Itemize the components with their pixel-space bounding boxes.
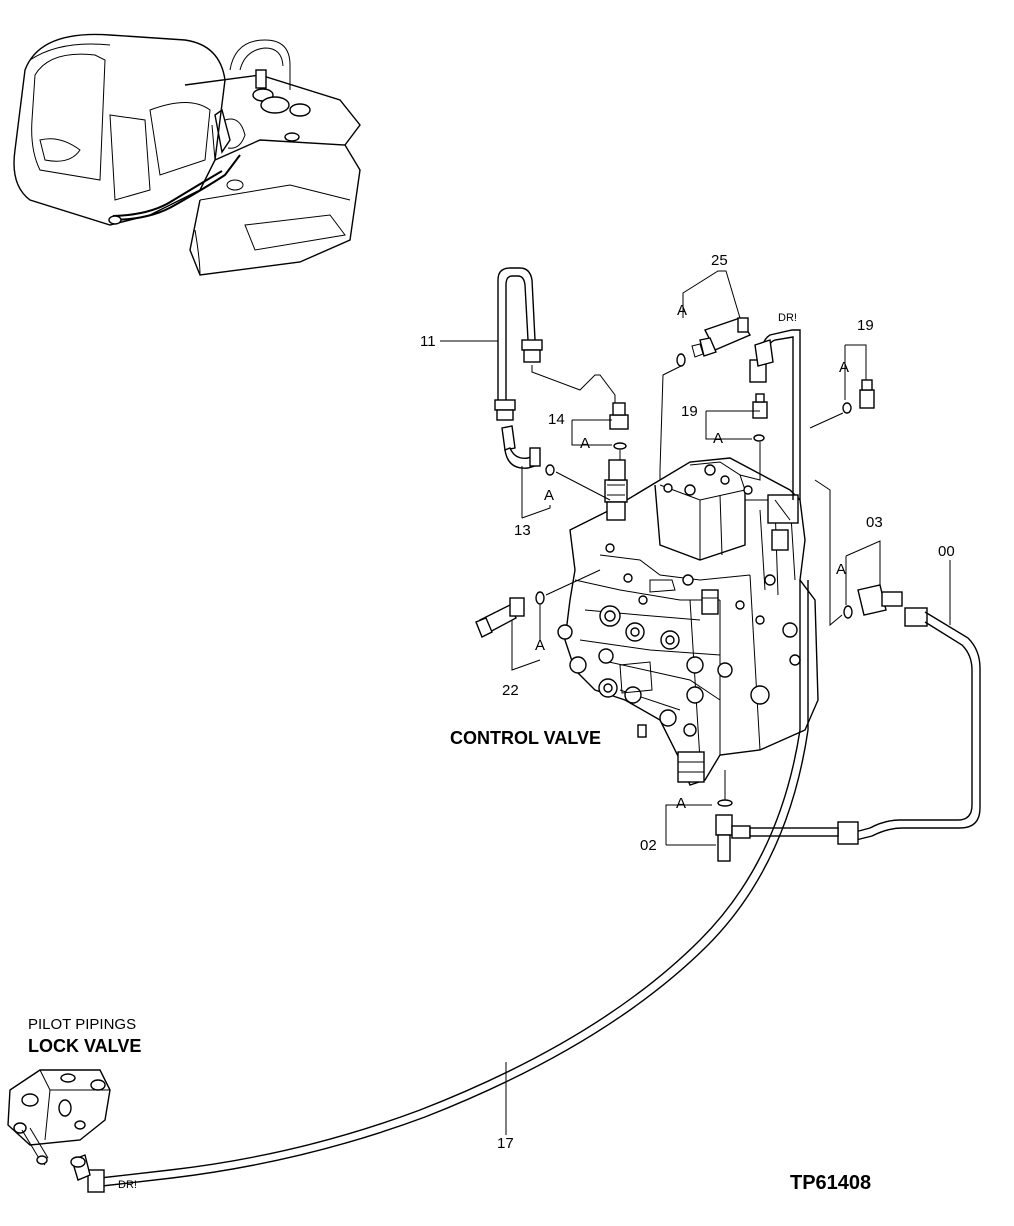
callout-14-text: 14 [548, 411, 565, 428]
leader-19-center-body [739, 442, 761, 481]
callout-03: 03 [866, 515, 883, 530]
leader-oring-25 [659, 365, 682, 471]
callout-03-text: 03 [866, 514, 883, 531]
oring-marker-02: A [676, 795, 687, 812]
callout-leader-02-a [665, 804, 712, 845]
callout-00-text: 00 [938, 543, 955, 560]
callout-leader-13-a [521, 505, 551, 519]
callout-11-text: 11 [420, 333, 436, 350]
leader-19-right-body [809, 412, 844, 429]
callout-22-text: 22 [502, 682, 519, 699]
callout-25-text: 25 [711, 252, 728, 269]
lock-valve-illustration [7, 1069, 111, 1166]
part-19-plug-right [842, 379, 875, 414]
drain-marker-bottom: DR! [118, 1179, 137, 1191]
callout-leader-19-right [845, 344, 867, 380]
callout-11: 11 [420, 334, 436, 349]
part-17-drain-hose [70, 580, 809, 1193]
excavator-overview-illustration [13, 33, 361, 276]
oring-marker-14: A [580, 435, 591, 452]
callout-leader-25 [682, 270, 741, 319]
oring-marker-19-center: A [713, 430, 724, 447]
part-11-pilot-pipe [494, 267, 543, 421]
drain-marker-top: DR! [778, 312, 797, 324]
callout-leader-03 [845, 540, 881, 585]
callout-22: 22 [502, 683, 519, 698]
oring-marker-03: A [836, 561, 847, 578]
oring-marker-19-right: A [839, 359, 850, 376]
leader-13-body [555, 471, 611, 501]
part-02-tee [715, 799, 839, 862]
callout-13: 13 [514, 523, 531, 538]
part-25-pressure-switch [691, 317, 752, 358]
oring-marker-25: A [677, 302, 688, 319]
leader-22-body [545, 569, 601, 596]
part-00-pipe [837, 607, 981, 845]
callout-leader-22 [511, 620, 541, 671]
drain-elbow-fitting [749, 329, 801, 500]
break-line-11-14 [531, 365, 616, 405]
callout-19-center: 19 [681, 404, 698, 419]
part-22-sensor [475, 591, 545, 638]
callout-13-text: 13 [514, 522, 531, 539]
callout-02-text: 02 [640, 837, 657, 854]
callout-17-text: 17 [497, 1135, 514, 1152]
lock-valve-label: LOCK VALVE [28, 1036, 142, 1056]
reference-code: TP61408 [790, 1172, 872, 1194]
callout-17: 17 [497, 1136, 514, 1151]
part-14-adapter [609, 402, 629, 450]
oring-marker-22: A [535, 637, 546, 654]
part-19-plug-center [752, 393, 768, 442]
part-13-elbow [501, 425, 555, 476]
callout-02: 02 [640, 838, 657, 853]
callout-19-right-text: 19 [857, 317, 874, 334]
callout-leader-14-a [571, 420, 612, 446]
callout-14: 14 [548, 412, 565, 427]
callout-25: 25 [711, 253, 728, 268]
callout-19-center-text: 19 [681, 403, 698, 420]
oring-marker-13: A [544, 487, 555, 504]
leader-03-body [814, 479, 843, 627]
callout-leader-19-center-a [705, 411, 752, 440]
pilot-pipings-label: PILOT PIPINGS [28, 1016, 137, 1033]
control-valve-body [557, 457, 819, 786]
part-03-elbow [843, 584, 903, 619]
callout-19-right: 19 [857, 318, 874, 333]
control-valve-label: CONTROL VALVE [450, 728, 602, 748]
oring-a-25 [676, 353, 686, 367]
callout-00: 00 [938, 544, 955, 559]
